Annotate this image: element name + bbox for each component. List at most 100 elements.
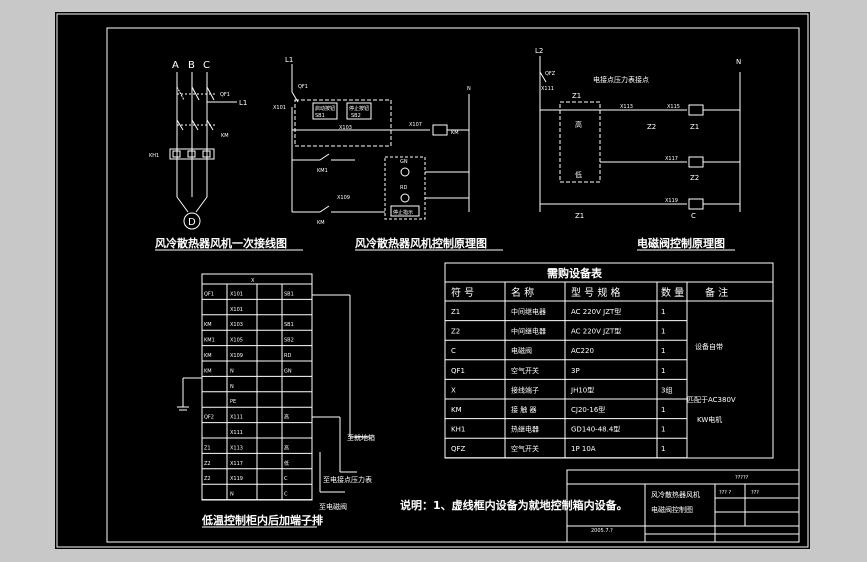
d2-km-contact-label: KM bbox=[317, 220, 325, 226]
terminal-cell: X109 bbox=[230, 353, 243, 359]
terminal-cell: X113 bbox=[230, 445, 243, 451]
z2-coil-label: Z2 bbox=[690, 174, 699, 182]
equipment-cell: 3组 bbox=[661, 385, 672, 394]
d2-qf1-label: QF1 bbox=[298, 84, 308, 90]
title-block-date: 2005.7.? bbox=[591, 528, 613, 534]
terminal-cell: N bbox=[230, 368, 234, 374]
equipment-header: 备 注 bbox=[705, 286, 728, 299]
fan-control-caption: 风冷散热器风机控制原理图 bbox=[355, 236, 487, 250]
equipment-cell: AC220 bbox=[571, 347, 594, 355]
d3-n-label: N bbox=[736, 58, 741, 66]
equipment-remark-supplied: 设备自带 bbox=[695, 342, 723, 351]
contact-label: 电接点压力表接点 bbox=[593, 75, 649, 84]
l1-label: L1 bbox=[239, 99, 247, 107]
terminal-cell: X111 bbox=[230, 430, 243, 436]
z1-coil-label: Z1 bbox=[690, 123, 699, 131]
terminal-cell: SB1 bbox=[284, 291, 294, 297]
terminal-header: X bbox=[251, 278, 255, 284]
terminal-cell: KM bbox=[204, 322, 212, 328]
equipment-cell: GD140-48.4型 bbox=[571, 425, 620, 434]
equipment-header: 符 号 bbox=[451, 286, 474, 299]
title-block: ????? 风冷散热器风机 电磁阀控制图 2005.7.? ??? ? ??? bbox=[566, 469, 800, 543]
equipment-header: 名 称 bbox=[511, 286, 534, 299]
title-block-small: ??? ? bbox=[719, 490, 732, 496]
equipment-cell: Z1 bbox=[451, 308, 460, 316]
terminal-cell: N bbox=[230, 492, 234, 498]
equipment-cell: 1P 10A bbox=[571, 445, 596, 453]
equipment-cell: 电磁阀 bbox=[511, 346, 532, 355]
terminal-cell: X105 bbox=[230, 338, 243, 344]
z1-contact-label: Z1 bbox=[575, 212, 584, 220]
sb1-label: SB1 bbox=[315, 113, 325, 119]
equipment-cell: 中间继电器 bbox=[511, 307, 546, 316]
equipment-cell: 中间继电器 bbox=[511, 327, 546, 336]
equipment-cell: X bbox=[451, 386, 456, 394]
sb2-label: SB2 bbox=[351, 113, 361, 119]
title-block-title2: 电磁阀控制图 bbox=[651, 505, 693, 514]
terminal-cell: PE bbox=[230, 399, 236, 405]
equipment-cell: 空气开关 bbox=[511, 444, 539, 453]
terminal-cell: QF2 bbox=[204, 415, 214, 421]
gn-label: GN bbox=[400, 159, 408, 165]
equipment-cell: AC 220V JZT型 bbox=[571, 307, 621, 316]
equipment-title: 需购设备表 bbox=[547, 266, 603, 280]
terminal-cell: GN bbox=[284, 368, 292, 374]
primary-wiring-caption: 风冷散热器风机一次接线图 bbox=[155, 236, 287, 250]
equipment-cell: CJ20-16型 bbox=[571, 405, 605, 414]
terminal-cell: C bbox=[284, 476, 288, 482]
equipment-cell: 热继电器 bbox=[511, 425, 539, 434]
high-label: 高 bbox=[575, 120, 582, 129]
low-label: 低 bbox=[575, 170, 582, 179]
terminal-cell: Z2 bbox=[204, 476, 211, 482]
kh1-label: KH1 bbox=[149, 153, 159, 159]
d2-km1-label: KM1 bbox=[317, 168, 328, 174]
x111-label: X111 bbox=[541, 86, 554, 92]
terminal-cell: Z2 bbox=[204, 461, 211, 467]
equipment-cell: KH1 bbox=[451, 426, 465, 434]
terminal-label-pressure-gauge: 至电接点压力表 bbox=[323, 475, 372, 484]
terminal-cell: X101 bbox=[230, 291, 243, 297]
terminal-cell: 高 bbox=[284, 414, 289, 421]
equipment-cell: 1 bbox=[661, 328, 665, 336]
terminal-cell: 低 bbox=[284, 460, 289, 467]
equipment-cell: Z2 bbox=[451, 328, 460, 336]
d2-x101-label: X101 bbox=[273, 105, 286, 111]
equipment-cell: 1 bbox=[661, 347, 665, 355]
d2-l1-label: L1 bbox=[285, 56, 293, 64]
terminal-cell: SB2 bbox=[284, 338, 294, 344]
terminal-cell: RD bbox=[284, 353, 291, 359]
equipment-cell: 接 触 器 bbox=[511, 405, 536, 414]
d2-x107-label: X107 bbox=[409, 122, 422, 128]
motor-label: D bbox=[188, 217, 196, 228]
terminal-cell: QF1 bbox=[204, 291, 214, 297]
x117-label: X117 bbox=[665, 156, 678, 162]
equipment-table: 需购设备表 设备自带 匹配于AC380V KW电机 符 号名 称型 号 规 格数… bbox=[444, 262, 774, 459]
equipment-cell: QFZ bbox=[451, 445, 466, 453]
phase-c-label: C bbox=[203, 60, 210, 71]
drawing-canvas: A B C QF1 L1 KM KH1 D 风冷散热器风机一次接线图 bbox=[55, 12, 810, 549]
terminal-cell: KM bbox=[204, 368, 212, 374]
d2-km-coil-label: KM bbox=[451, 130, 459, 136]
solenoid-control-diagram: L2 N QFZ X111 电接点压力表接点 Z1 高 低 X113 X115 … bbox=[535, 47, 741, 251]
equipment-cell: C bbox=[451, 347, 456, 355]
equipment-cell: 1 bbox=[661, 367, 665, 375]
terminal-cell: X117 bbox=[230, 461, 243, 467]
terminal-caption: 低温控制柜内后加端子排 bbox=[201, 513, 323, 527]
solenoid-control-caption: 电磁阀控制原理图 bbox=[637, 236, 725, 250]
equipment-cell: KM bbox=[451, 406, 462, 414]
terminal-cell: X119 bbox=[230, 476, 243, 482]
drawing-note: 说明：1、虚线框内设备为就地控制箱内设备。 bbox=[400, 498, 628, 512]
title-block-title1: 风冷散热器风机 bbox=[651, 490, 700, 499]
schematic-drawing: A B C QF1 L1 KM KH1 D 风冷散热器风机一次接线图 bbox=[56, 13, 809, 548]
equipment-cell: 1 bbox=[661, 445, 665, 453]
inner-border bbox=[106, 27, 800, 543]
d2-n-label: N bbox=[467, 86, 471, 92]
equipment-cell: 1 bbox=[661, 426, 665, 434]
equipment-cell: 空气开关 bbox=[511, 366, 539, 375]
rd-label: RD bbox=[400, 185, 407, 191]
equipment-remark-match-b: KW电机 bbox=[697, 415, 722, 424]
equipment-cell: 3P bbox=[571, 367, 580, 375]
x113-label: X113 bbox=[620, 104, 633, 110]
d3-z1-top-label: Z1 bbox=[572, 92, 581, 100]
